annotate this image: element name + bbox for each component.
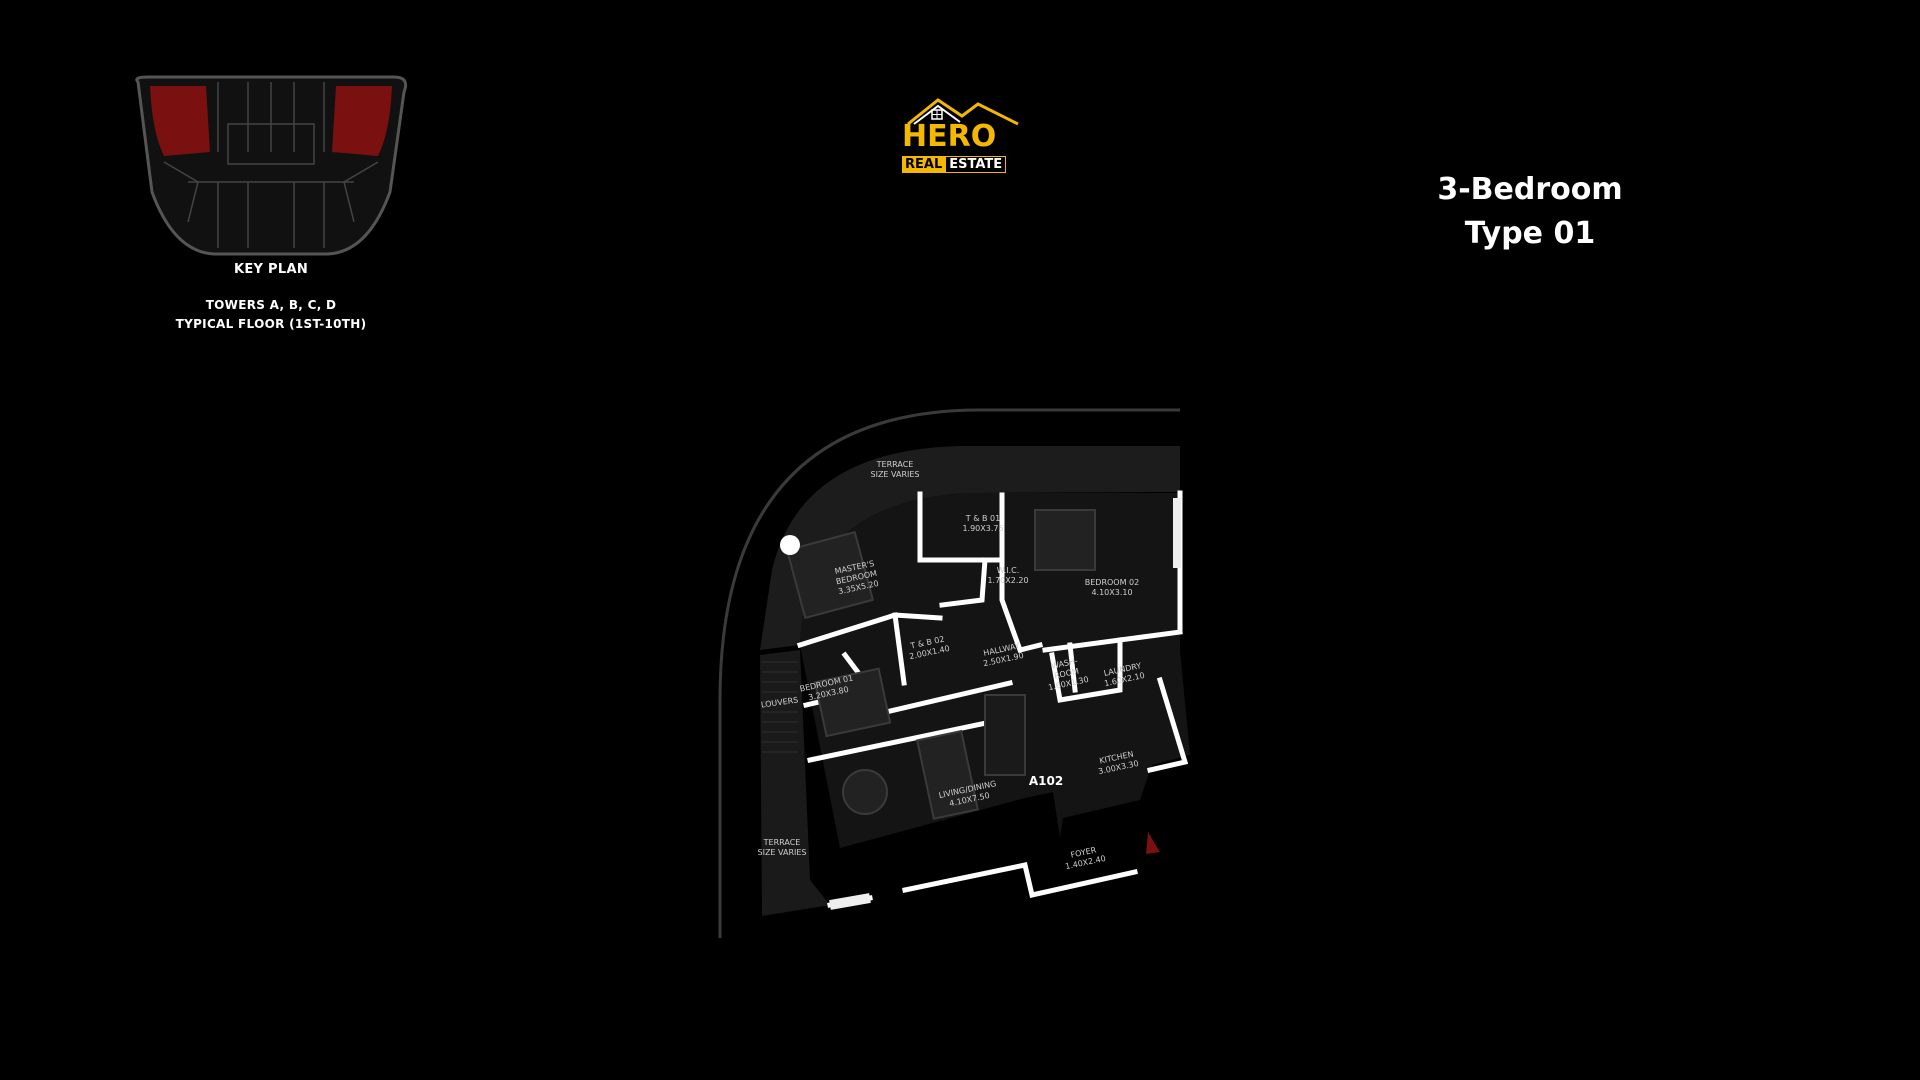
bedroom02-size: 4.10X3.10 [1091,588,1132,597]
terrace-bottom-size: SIZE VARIES [758,848,807,857]
window-glazing-bottom [829,893,871,910]
column-marker [780,535,800,555]
terrace-top-size: SIZE VARIES [871,470,920,479]
unit-type-title: 3-Bedroom Type 01 [1380,168,1680,256]
logo-hero-text: HERO [902,119,997,154]
key-plan-title: KEY PLAN [233,262,309,277]
logo-real-text: REAL [902,156,946,173]
hero-real-estate-logo: HERO REAL ESTATE [896,96,1026,180]
floor-plan-diagram: TERRACE SIZE VARIES T & B 01 1.90X3.75 M… [680,400,1200,960]
terrace-top-label: TERRACE [876,460,914,469]
unit-type-label: Type 01 [1464,216,1596,251]
wic-label: W.I.C. [997,566,1020,575]
logo-estate-text: ESTATE [945,156,1007,173]
unit-code-label: A102 [1029,774,1063,788]
key-plan-highlight-left [150,86,210,156]
window-glazing-right [1173,498,1181,568]
tb01-label: T & B 01 [965,514,1000,523]
tb01-size: 1.90X3.75 [962,524,1003,533]
key-plan-highlight-right [332,86,392,156]
wic-size: 1.70X2.20 [987,576,1028,585]
bedroom02-label: BEDROOM 02 [1085,578,1139,587]
key-plan-towers: TOWERS A, B, C, D [205,298,337,312]
key-plan-floors: TYPICAL FLOOR (1ST-10TH) [175,317,367,331]
house-roof-icon [907,98,1019,126]
key-plan-diagram [128,72,414,258]
unit-bedroom-label: 3-Bedroom [1437,172,1623,207]
entrance-arrow-icon [1146,832,1160,854]
terrace-bottom-label: TERRACE [763,838,801,847]
